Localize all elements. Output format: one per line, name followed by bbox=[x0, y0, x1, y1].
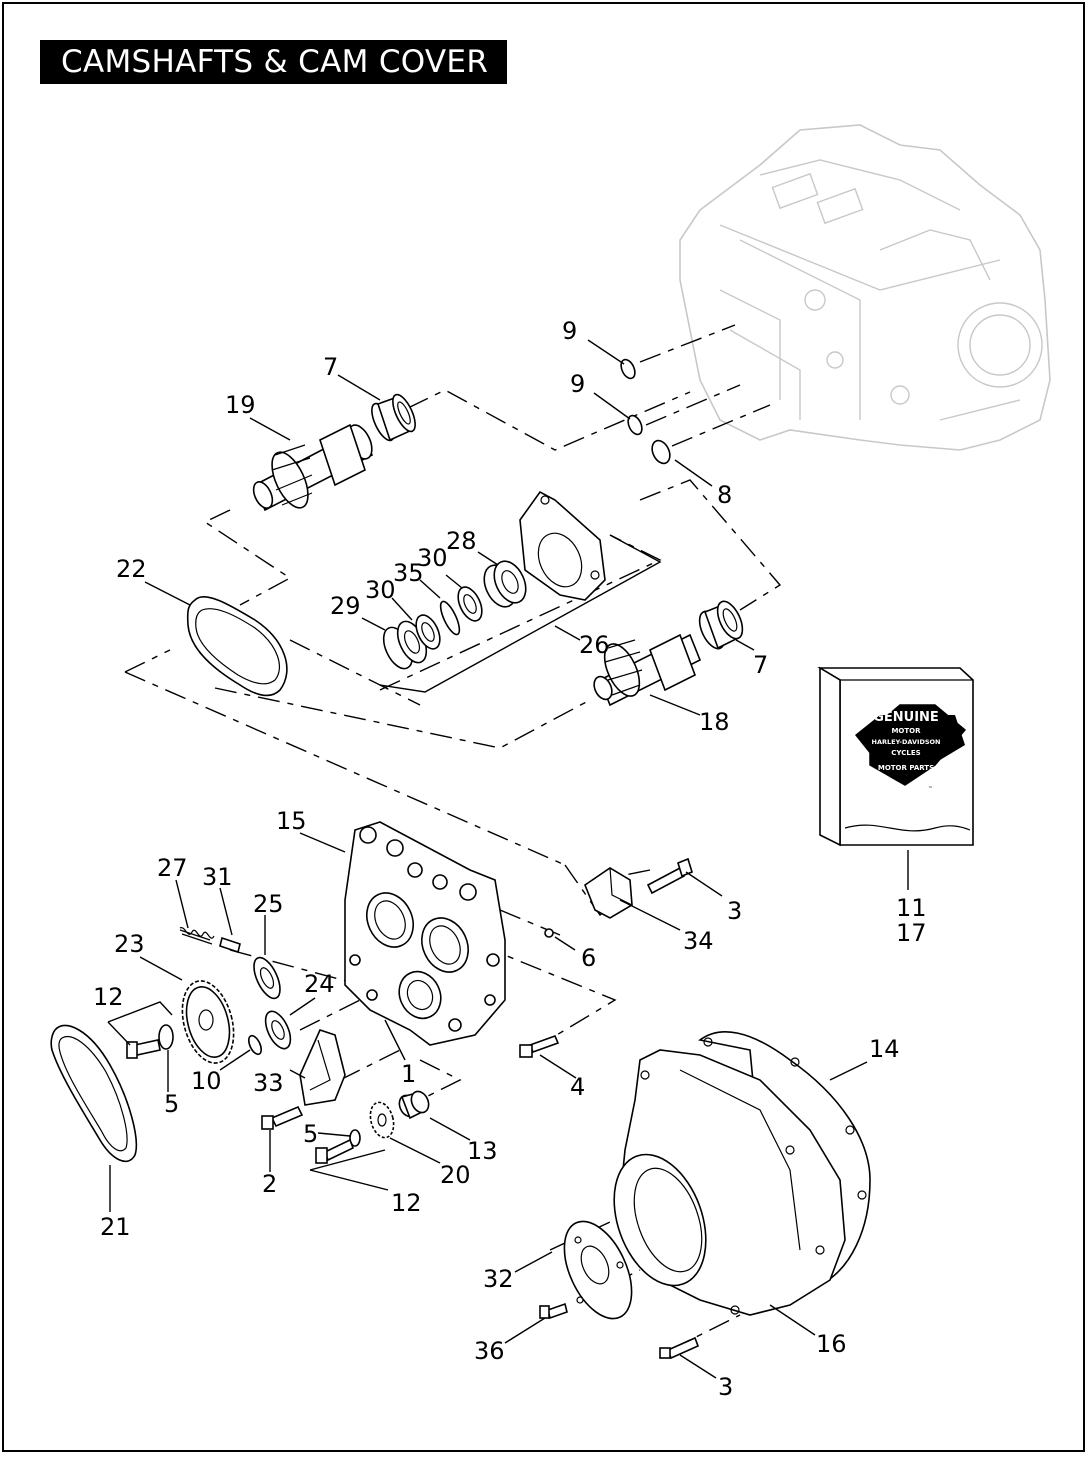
drive-chain-secondary bbox=[50, 1024, 138, 1163]
logo-genuine: GENUINE bbox=[873, 710, 939, 725]
callout-22: 22 bbox=[116, 555, 147, 583]
camshaft-front bbox=[593, 633, 702, 707]
callout-3: 3 bbox=[718, 1373, 733, 1401]
callout-30: 30 bbox=[365, 576, 396, 604]
callout-labels: 9 9 8 7 19 22 28 30 35 30 29 26 7 18 15 … bbox=[93, 317, 927, 1401]
callout-5: 5 bbox=[303, 1120, 318, 1148]
logo-trademark: ™ bbox=[928, 786, 933, 792]
callout-33: 33 bbox=[253, 1069, 284, 1097]
callout-3: 3 bbox=[727, 897, 742, 925]
crank-sprocket bbox=[369, 1101, 395, 1139]
bolt-2 bbox=[261, 1105, 304, 1130]
callout-36: 36 bbox=[474, 1337, 505, 1365]
callout-9: 9 bbox=[570, 370, 585, 398]
washer-center bbox=[349, 1129, 361, 1147]
genuine-parts-kit-box bbox=[817, 666, 974, 847]
logo-motor: MOTOR bbox=[891, 727, 921, 735]
needle-bearing-right bbox=[698, 600, 744, 650]
callout-24: 24 bbox=[304, 970, 335, 998]
bolt-bottom bbox=[659, 1336, 700, 1360]
cam-support-housing bbox=[519, 490, 606, 601]
callout-19: 19 bbox=[225, 391, 256, 419]
callout-25: 25 bbox=[253, 890, 284, 918]
timer-cover bbox=[563, 1220, 633, 1320]
chain-tensioner-front bbox=[584, 867, 633, 919]
callout-12: 12 bbox=[93, 983, 124, 1011]
callout-12: 12 bbox=[391, 1189, 422, 1217]
bolt-center bbox=[315, 1138, 355, 1164]
needle-bearing-top bbox=[371, 393, 416, 442]
callout-5: 5 bbox=[164, 1090, 179, 1118]
bolt-top bbox=[646, 857, 693, 895]
logo-motor-parts: MOTOR PARTS bbox=[878, 764, 934, 772]
callout-16: 16 bbox=[816, 1330, 847, 1358]
callout-7: 7 bbox=[753, 651, 768, 679]
cam-sprocket bbox=[181, 980, 235, 1064]
callout-30: 30 bbox=[417, 544, 448, 572]
drive-chain-primary bbox=[186, 595, 288, 697]
washer-hole-25 bbox=[259, 967, 275, 989]
callout-17: 17 bbox=[896, 919, 927, 947]
chain-tensioner-rear bbox=[299, 1029, 346, 1106]
washer-hole-24 bbox=[271, 1020, 285, 1040]
callout-23: 23 bbox=[114, 930, 145, 958]
callout-4: 4 bbox=[570, 1073, 585, 1101]
retaining-ring-10 bbox=[248, 1034, 262, 1056]
dowel-pin bbox=[544, 928, 554, 938]
callout-35: 35 bbox=[393, 559, 424, 587]
callout-10: 10 bbox=[191, 1067, 222, 1095]
callout-26: 26 bbox=[579, 631, 610, 659]
callout-14: 14 bbox=[869, 1035, 900, 1063]
callout-21: 21 bbox=[100, 1213, 131, 1241]
bearing-stack bbox=[382, 560, 527, 670]
thrust-washer-24 bbox=[264, 1010, 292, 1050]
spacer-13 bbox=[398, 1090, 430, 1120]
callout-1: 1 bbox=[401, 1060, 416, 1088]
callout-27: 27 bbox=[157, 854, 188, 882]
callout-2: 2 bbox=[262, 1170, 277, 1198]
callout-11: 11 bbox=[896, 894, 927, 922]
callout-32: 32 bbox=[483, 1265, 514, 1293]
bolt-left bbox=[126, 1039, 161, 1059]
crankcase-ghost bbox=[679, 124, 1051, 451]
cam-cover bbox=[613, 1049, 846, 1316]
callout-8: 8 bbox=[717, 481, 732, 509]
callout-20: 20 bbox=[440, 1161, 471, 1189]
callout-9: 9 bbox=[562, 317, 577, 345]
logo-harley: HARLEY-DAVIDSON bbox=[872, 738, 941, 746]
callout-6: 6 bbox=[581, 944, 596, 972]
callout-18: 18 bbox=[699, 708, 730, 736]
screw-36 bbox=[539, 1302, 568, 1320]
thrust-washer-25 bbox=[253, 956, 281, 1000]
callout-31: 31 bbox=[202, 863, 233, 891]
spring-and-plunger bbox=[179, 927, 241, 954]
washer-left bbox=[158, 1024, 174, 1050]
o-rings bbox=[620, 358, 671, 465]
bolt-4 bbox=[519, 1034, 560, 1058]
camshaft-rear bbox=[252, 423, 374, 512]
page-title: CAMSHAFTS & CAM COVER bbox=[40, 40, 507, 84]
leader-lines bbox=[107, 339, 909, 1379]
callout-29: 29 bbox=[330, 592, 361, 620]
housing-group-line bbox=[379, 534, 662, 693]
callout-15: 15 bbox=[276, 807, 307, 835]
callout-13: 13 bbox=[467, 1137, 498, 1165]
logo-cycles: CYCLES bbox=[891, 749, 920, 757]
callout-28: 28 bbox=[446, 527, 477, 555]
callout-34: 34 bbox=[683, 927, 714, 955]
callout-7: 7 bbox=[323, 353, 338, 381]
cam-support-plate bbox=[344, 821, 506, 1046]
